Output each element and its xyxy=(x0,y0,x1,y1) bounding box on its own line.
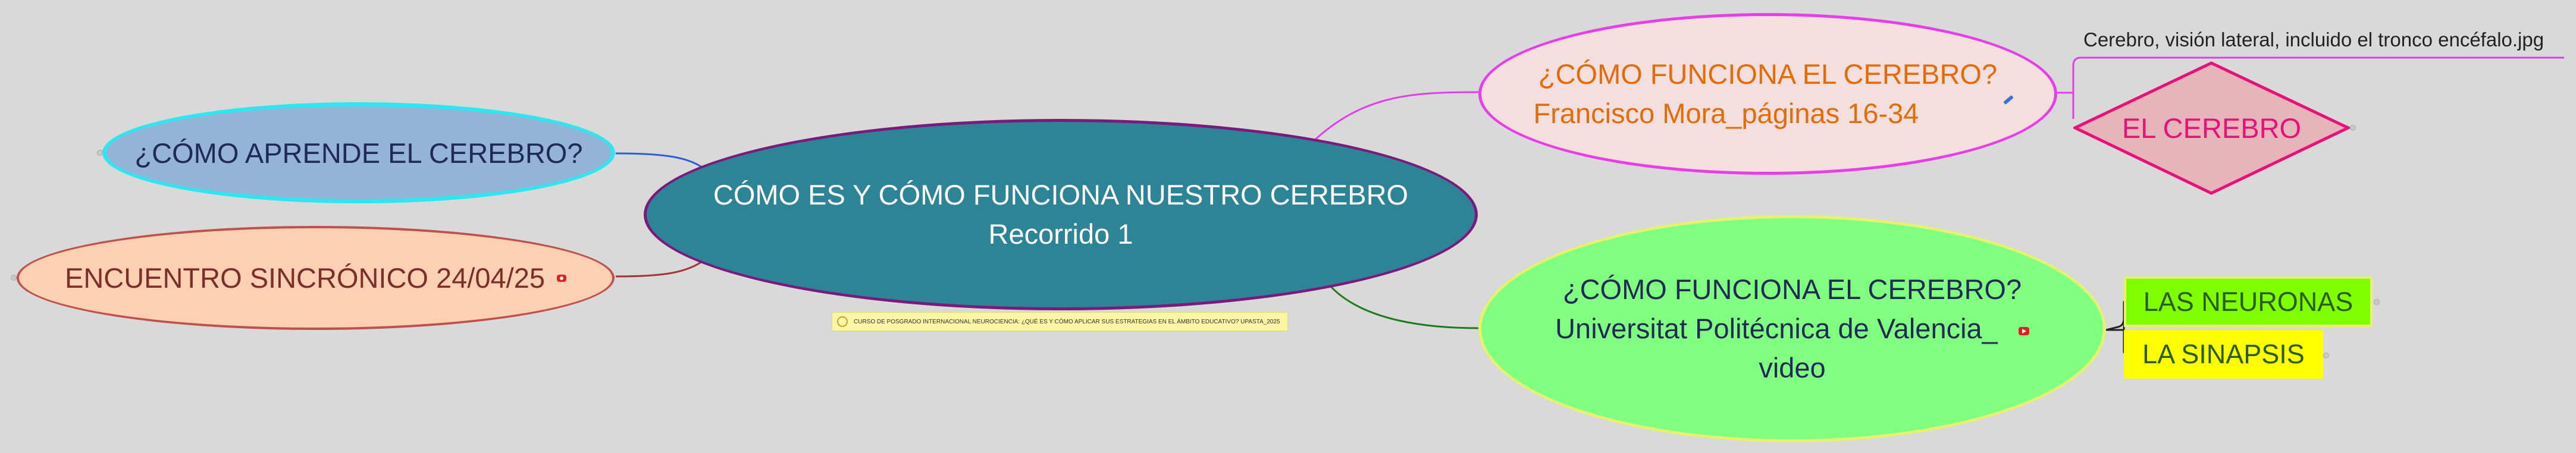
topic-label: ¿CÓMO APRENDE EL CEREBRO? xyxy=(134,137,583,169)
central-title: CÓMO ES Y CÓMO FUNCIONA NUESTRO CEREBRO xyxy=(713,179,1409,210)
topic-encuentro-sincronico[interactable]: ENCUENTRO SINCRÓNICO 24/04/25 xyxy=(17,226,615,330)
topic-subtitle: Universitat Politécnica de Valencia_ xyxy=(1555,313,1998,344)
link-caption-bracket xyxy=(2072,56,2564,119)
topic-title: ¿CÓMO FUNCIONA EL CEREBRO? xyxy=(1538,58,1998,90)
video-icon[interactable] xyxy=(2018,326,2029,335)
topic-label: EL CEREBRO xyxy=(2121,112,2302,144)
topic-la-sinapsis[interactable]: LA SINAPSIS xyxy=(2124,330,2323,379)
image-caption: Cerebro, visión lateral, incluido el tro… xyxy=(2083,29,2544,51)
collapse-handle[interactable] xyxy=(11,275,17,281)
topic-subtitle-2: video xyxy=(1759,352,1826,383)
diamond-shape xyxy=(2072,61,2352,195)
central-topic[interactable]: CÓMO ES Y CÓMO FUNCIONA NUESTRO CEREBRO … xyxy=(644,119,1478,310)
link-mora xyxy=(1311,91,1479,144)
pencil-icon[interactable] xyxy=(2003,95,2014,105)
note-icon xyxy=(837,316,848,327)
topic-label: LAS NEURONAS xyxy=(2143,286,2354,317)
collapse-handle[interactable] xyxy=(2350,125,2356,131)
topic-subtitle: Francisco Mora_páginas 16-34 xyxy=(1533,97,1919,129)
collapse-handle[interactable] xyxy=(2374,299,2380,305)
note-text: CURSO DE POSGRADO INTERNACIONAL NEUROCIE… xyxy=(854,318,1280,325)
link-aprende xyxy=(615,152,706,171)
collapse-handle[interactable] xyxy=(2323,353,2329,358)
attachment-icon[interactable] xyxy=(557,274,567,282)
topic-label: LA SINAPSIS xyxy=(2142,339,2305,369)
link-encuentro xyxy=(615,260,703,278)
topic-las-neuronas[interactable]: LAS NEURONAS xyxy=(2124,276,2373,327)
topic-el-cerebro[interactable]: EL CEREBRO xyxy=(2072,61,2352,195)
topic-mora[interactable]: ¿CÓMO FUNCIONA EL CEREBRO? Francisco Mor… xyxy=(1478,13,2057,175)
topic-upv[interactable]: ¿CÓMO FUNCIONA EL CEREBRO? Universitat P… xyxy=(1478,215,2106,442)
topic-como-aprende[interactable]: ¿CÓMO APRENDE EL CEREBRO? xyxy=(102,102,615,203)
link-upv xyxy=(1328,284,1479,329)
topic-title: ¿CÓMO FUNCIONA EL CEREBRO? xyxy=(1562,273,2022,305)
topic-label: ENCUENTRO SINCRÓNICO 24/04/25 xyxy=(64,262,546,294)
central-subtitle: Recorrido 1 xyxy=(988,218,1133,250)
central-note[interactable]: CURSO DE POSGRADO INTERNACIONAL NEUROCIE… xyxy=(832,312,1288,331)
collapse-handle[interactable] xyxy=(97,150,103,156)
topic-subtitle-row: Universitat Politécnica de Valencia_ xyxy=(1555,309,2029,348)
